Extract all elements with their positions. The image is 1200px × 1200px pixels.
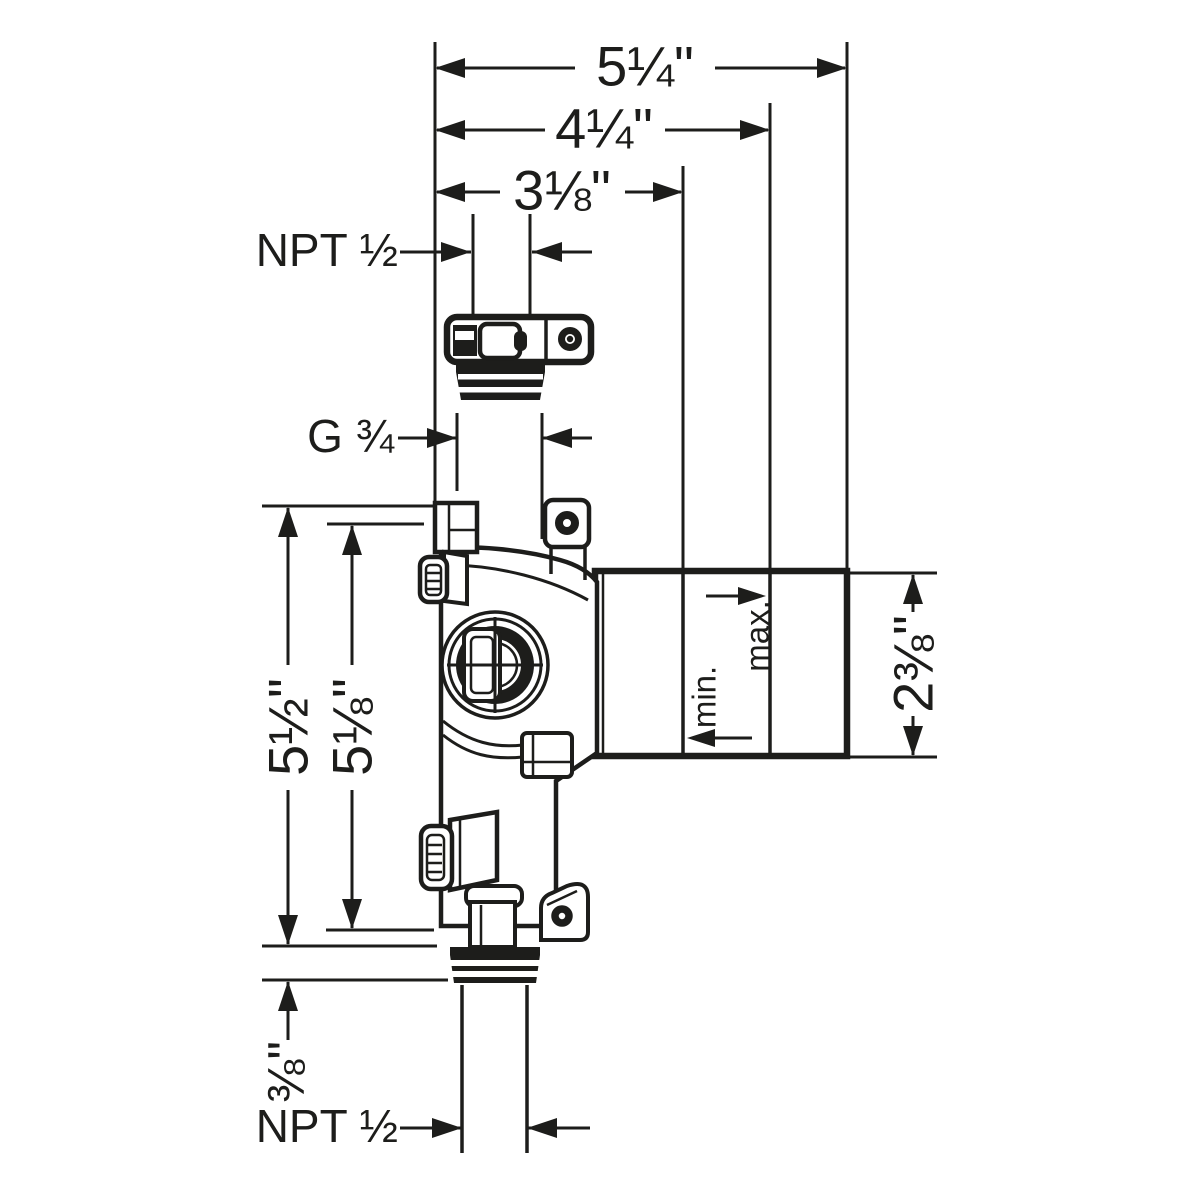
dim-label-width-outer: 5¼" xyxy=(596,35,694,98)
min-depth-label: min. xyxy=(686,666,723,728)
body-lug xyxy=(520,731,574,779)
screw-hole-top xyxy=(555,511,579,535)
dim-label-height-inner: 5⅛" xyxy=(321,678,384,776)
valve-body xyxy=(417,497,600,1153)
dim-label-bottom-offset: ⅜" xyxy=(258,1041,316,1103)
retainer-clip-bottom xyxy=(418,809,500,893)
dimension-arrowheads xyxy=(278,58,923,1138)
mounting-tab-top xyxy=(542,497,592,580)
dimension-labels: 5¼" 4¼" 3⅛" NPT ½ G ¾ 5½" 5⅛" 2⅜" ⅜" NPT… xyxy=(256,35,945,1153)
g-thread-stub xyxy=(456,363,545,400)
plaster-depth-annotation: max. min. xyxy=(686,587,776,747)
screw-hole-bottom xyxy=(551,905,573,927)
g-port-stub xyxy=(432,500,480,555)
npt-top-label: NPT ½ xyxy=(256,224,398,276)
max-depth-label: max. xyxy=(739,600,776,672)
retainer-clip-top xyxy=(417,549,469,607)
dim-label-sleeve-depth: 2⅜" xyxy=(882,615,945,713)
bottom-thread xyxy=(448,947,542,983)
npt-bottom-label: NPT ½ xyxy=(256,1100,398,1152)
bottom-port xyxy=(464,884,524,949)
mounting-tab-bottom xyxy=(539,882,590,942)
dim-label-width-inner: 3⅛" xyxy=(513,159,611,222)
valve-cartridge xyxy=(440,610,550,720)
dim-label-width-mid: 4¼" xyxy=(555,97,653,160)
dim-label-height-outer: 5½" xyxy=(257,678,320,776)
top-fitting xyxy=(443,313,595,400)
extension-lines xyxy=(262,42,937,982)
g-thread-label: G ¾ xyxy=(307,410,395,462)
